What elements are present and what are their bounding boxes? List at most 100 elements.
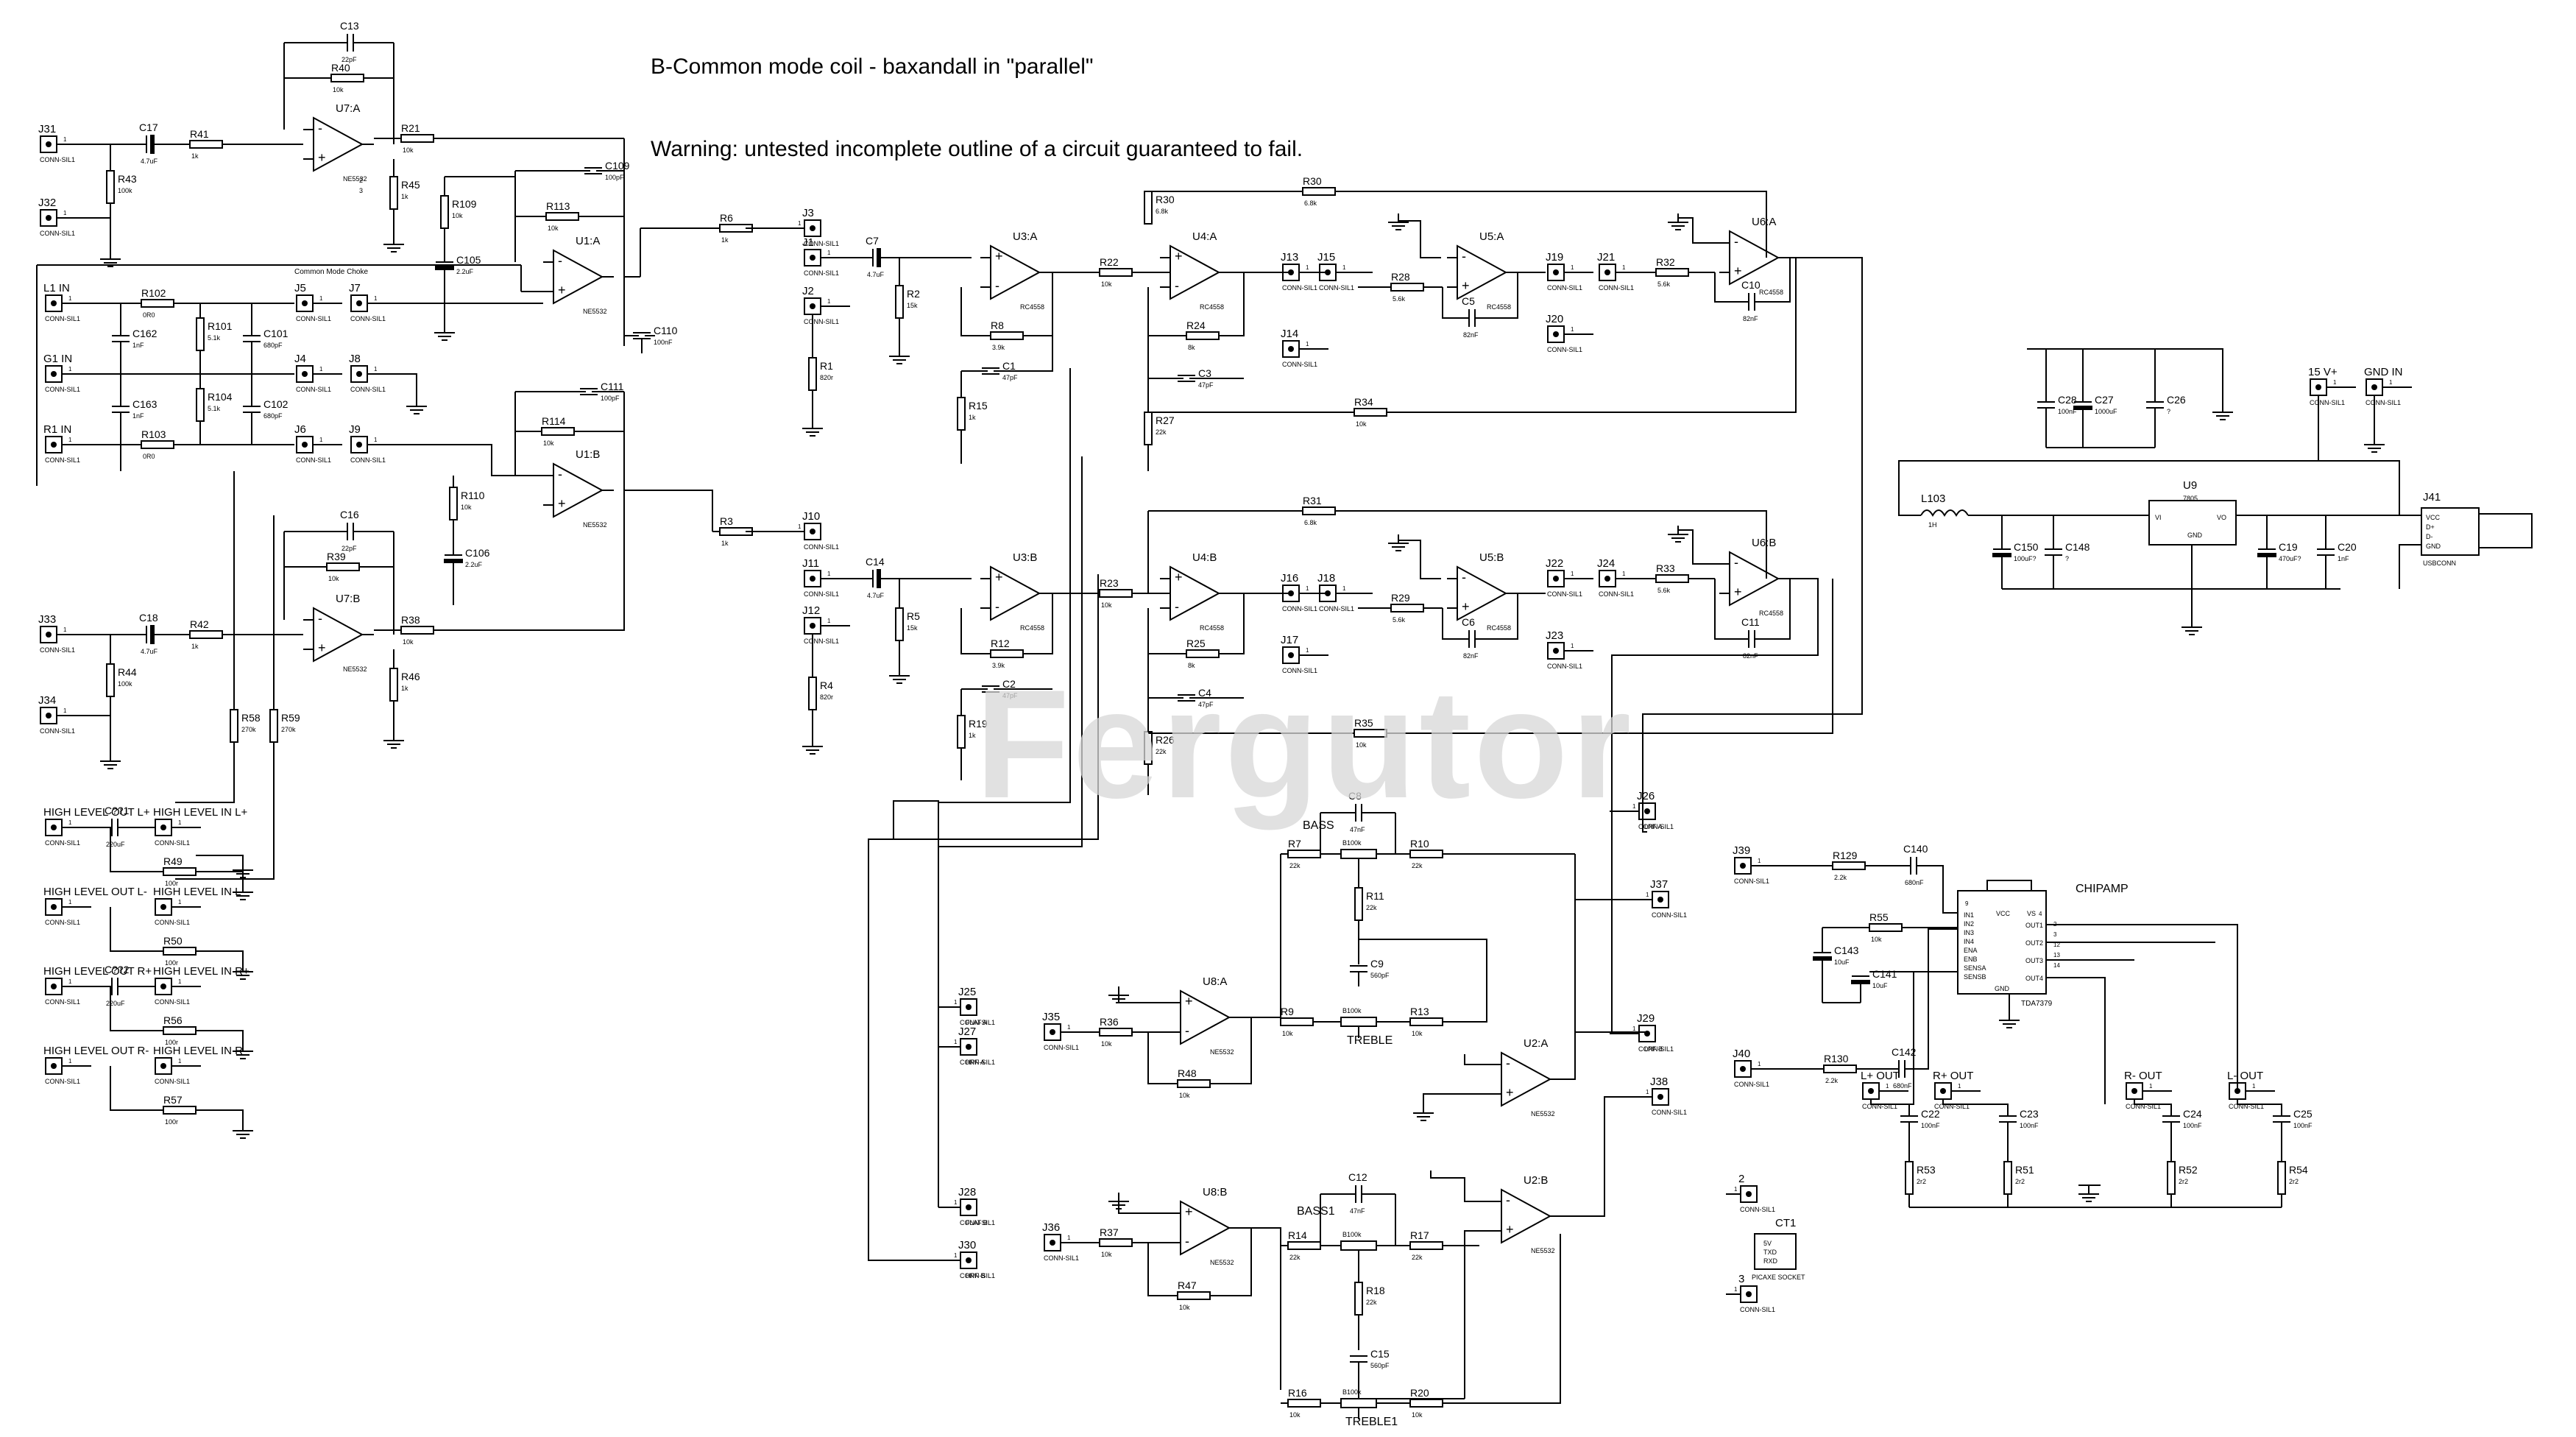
pin-number: 1 bbox=[1342, 264, 1346, 271]
pin-number: 1 bbox=[954, 1199, 958, 1206]
resistor-label: R110 bbox=[461, 490, 485, 501]
resistor-value: 1k bbox=[191, 152, 199, 160]
capacitor-value: 680pF bbox=[263, 412, 283, 420]
resistor-value: 22k bbox=[1412, 862, 1423, 869]
ct1-label: CT1 bbox=[1775, 1217, 1796, 1229]
opamp-u6-a bbox=[1719, 230, 1790, 286]
capacitor-c??1 bbox=[111, 819, 118, 836]
opamp-u1-b bbox=[543, 462, 614, 518]
wire bbox=[1219, 593, 1245, 654]
resistor-value: 22k bbox=[1412, 1254, 1423, 1261]
pin-number: 1 bbox=[63, 707, 67, 714]
resistor-r109 bbox=[440, 195, 449, 229]
pin-number: 1 bbox=[1734, 1186, 1738, 1193]
resistor-r7 bbox=[1287, 850, 1321, 858]
connector-j19 bbox=[1547, 264, 1593, 281]
resistor-r42 bbox=[189, 630, 223, 639]
resistor-value: 100r bbox=[165, 880, 178, 887]
wire bbox=[196, 1030, 244, 1042]
capacitor-label: C25 bbox=[2293, 1108, 2313, 1120]
resistor-r53 bbox=[1905, 1161, 1914, 1195]
wire bbox=[389, 444, 543, 476]
capacitor-label: C14 bbox=[866, 556, 885, 568]
connector-sub: CONN-SIL1 bbox=[1652, 1109, 1687, 1116]
resistor-value: 1k bbox=[401, 193, 408, 200]
opamp-part: RC4558 bbox=[1759, 289, 1783, 296]
wire bbox=[1714, 272, 1749, 303]
capacitor-label: C1 bbox=[1002, 360, 1016, 372]
connector-j3 bbox=[746, 219, 821, 237]
opamp-u5-a bbox=[1447, 244, 1518, 300]
pin-number: 1 bbox=[319, 366, 323, 373]
opamp-input-sign: - bbox=[1185, 1234, 1189, 1249]
ground-symbol bbox=[383, 732, 404, 749]
resistor-r52 bbox=[2167, 1161, 2176, 1195]
resistor-value: 5.1k bbox=[208, 334, 221, 342]
chipamp-pin: IN3 bbox=[1964, 929, 1974, 936]
connector-j27 bbox=[938, 1038, 977, 1056]
resistor-label: R48 bbox=[1178, 1067, 1197, 1079]
connector-label: L+ OUT bbox=[1861, 1070, 1900, 1082]
capacitor-value: 82nF bbox=[1463, 331, 1479, 339]
connector-label: HIGH LEVEL OUT R+ bbox=[43, 965, 152, 978]
wire bbox=[2318, 460, 2400, 515]
resistor-value: 10k bbox=[1101, 1251, 1112, 1258]
resistor-label: R38 bbox=[401, 614, 420, 626]
capacitor-value: 2.2uF bbox=[465, 561, 483, 568]
connector-label: R- OUT bbox=[2124, 1070, 2162, 1082]
connector-label: J37 bbox=[1650, 878, 1668, 891]
resistor-value: 10k bbox=[1412, 1030, 1423, 1037]
ground-symbol bbox=[1388, 534, 1409, 551]
resistor-r130 bbox=[1823, 1064, 1857, 1073]
pin-number: 1 bbox=[1758, 1061, 1761, 1067]
connector-label: J25 bbox=[958, 986, 976, 998]
connector-label: J11 bbox=[802, 557, 819, 570]
resistor-value: 10k bbox=[1101, 1040, 1112, 1048]
wire bbox=[1677, 213, 1719, 244]
connector-label: J6 bbox=[294, 423, 306, 436]
connector-sub: CONN-SIL1 bbox=[1547, 346, 1582, 353]
resistor-value: 1k bbox=[401, 685, 408, 692]
wire bbox=[1387, 258, 1797, 413]
resistor-value: 2r2 bbox=[2289, 1178, 2299, 1185]
resistor-r44 bbox=[106, 663, 115, 697]
resistor-label: R130 bbox=[1824, 1053, 1849, 1064]
resistor-label: R46 bbox=[401, 671, 420, 682]
connector-sub: CONN-SIL1 bbox=[1740, 1306, 1775, 1313]
capacitor-label: C20 bbox=[2338, 541, 2357, 553]
connector-label: J24 bbox=[1597, 557, 1615, 570]
resistor-value: 100r bbox=[165, 1118, 178, 1126]
connector-sub: FLAT B bbox=[966, 1219, 988, 1226]
resistor-label: R2 bbox=[907, 288, 920, 300]
resistor-value: 10k bbox=[452, 212, 463, 219]
resistor-label: R20 bbox=[1410, 1387, 1429, 1399]
pin-number: 1 bbox=[2149, 1083, 2153, 1090]
resistor-value: 6.8k bbox=[1304, 519, 1317, 526]
pot-value: B100k bbox=[1342, 1231, 1362, 1238]
wire bbox=[2061, 924, 2238, 1091]
inductor-l103 bbox=[1920, 509, 1969, 518]
resistor-r25 bbox=[1186, 649, 1220, 658]
connector-label: J33 bbox=[38, 613, 56, 626]
schematic-warning: Warning: untested incomplete outline of … bbox=[651, 137, 1303, 161]
resistor-r10 bbox=[1409, 850, 1443, 858]
resistor-value: 5.1k bbox=[208, 405, 221, 412]
ground-symbol bbox=[2078, 1185, 2099, 1202]
connector-label: J39 bbox=[1733, 844, 1750, 857]
connector-j18 bbox=[1319, 585, 1373, 602]
connector-label: J31 bbox=[38, 123, 56, 135]
connector-j14 bbox=[1282, 340, 1328, 358]
resistor-label: R30 bbox=[1156, 194, 1175, 205]
wire bbox=[1755, 579, 1791, 640]
resistor-label: R28 bbox=[1391, 271, 1410, 283]
wire bbox=[1398, 534, 1441, 579]
ground-symbol bbox=[802, 738, 823, 755]
resistor-r14 bbox=[1287, 1241, 1321, 1250]
resistor-value: 10k bbox=[403, 638, 414, 646]
ground-symbol bbox=[233, 861, 253, 878]
resistor-label: R9 bbox=[1281, 1006, 1294, 1017]
capacitor-value: 220uF bbox=[106, 1000, 125, 1007]
chipamp-pin: IN4 bbox=[1964, 938, 1974, 945]
pot-value: B100k bbox=[1342, 1388, 1362, 1396]
wire bbox=[1147, 1243, 1178, 1296]
